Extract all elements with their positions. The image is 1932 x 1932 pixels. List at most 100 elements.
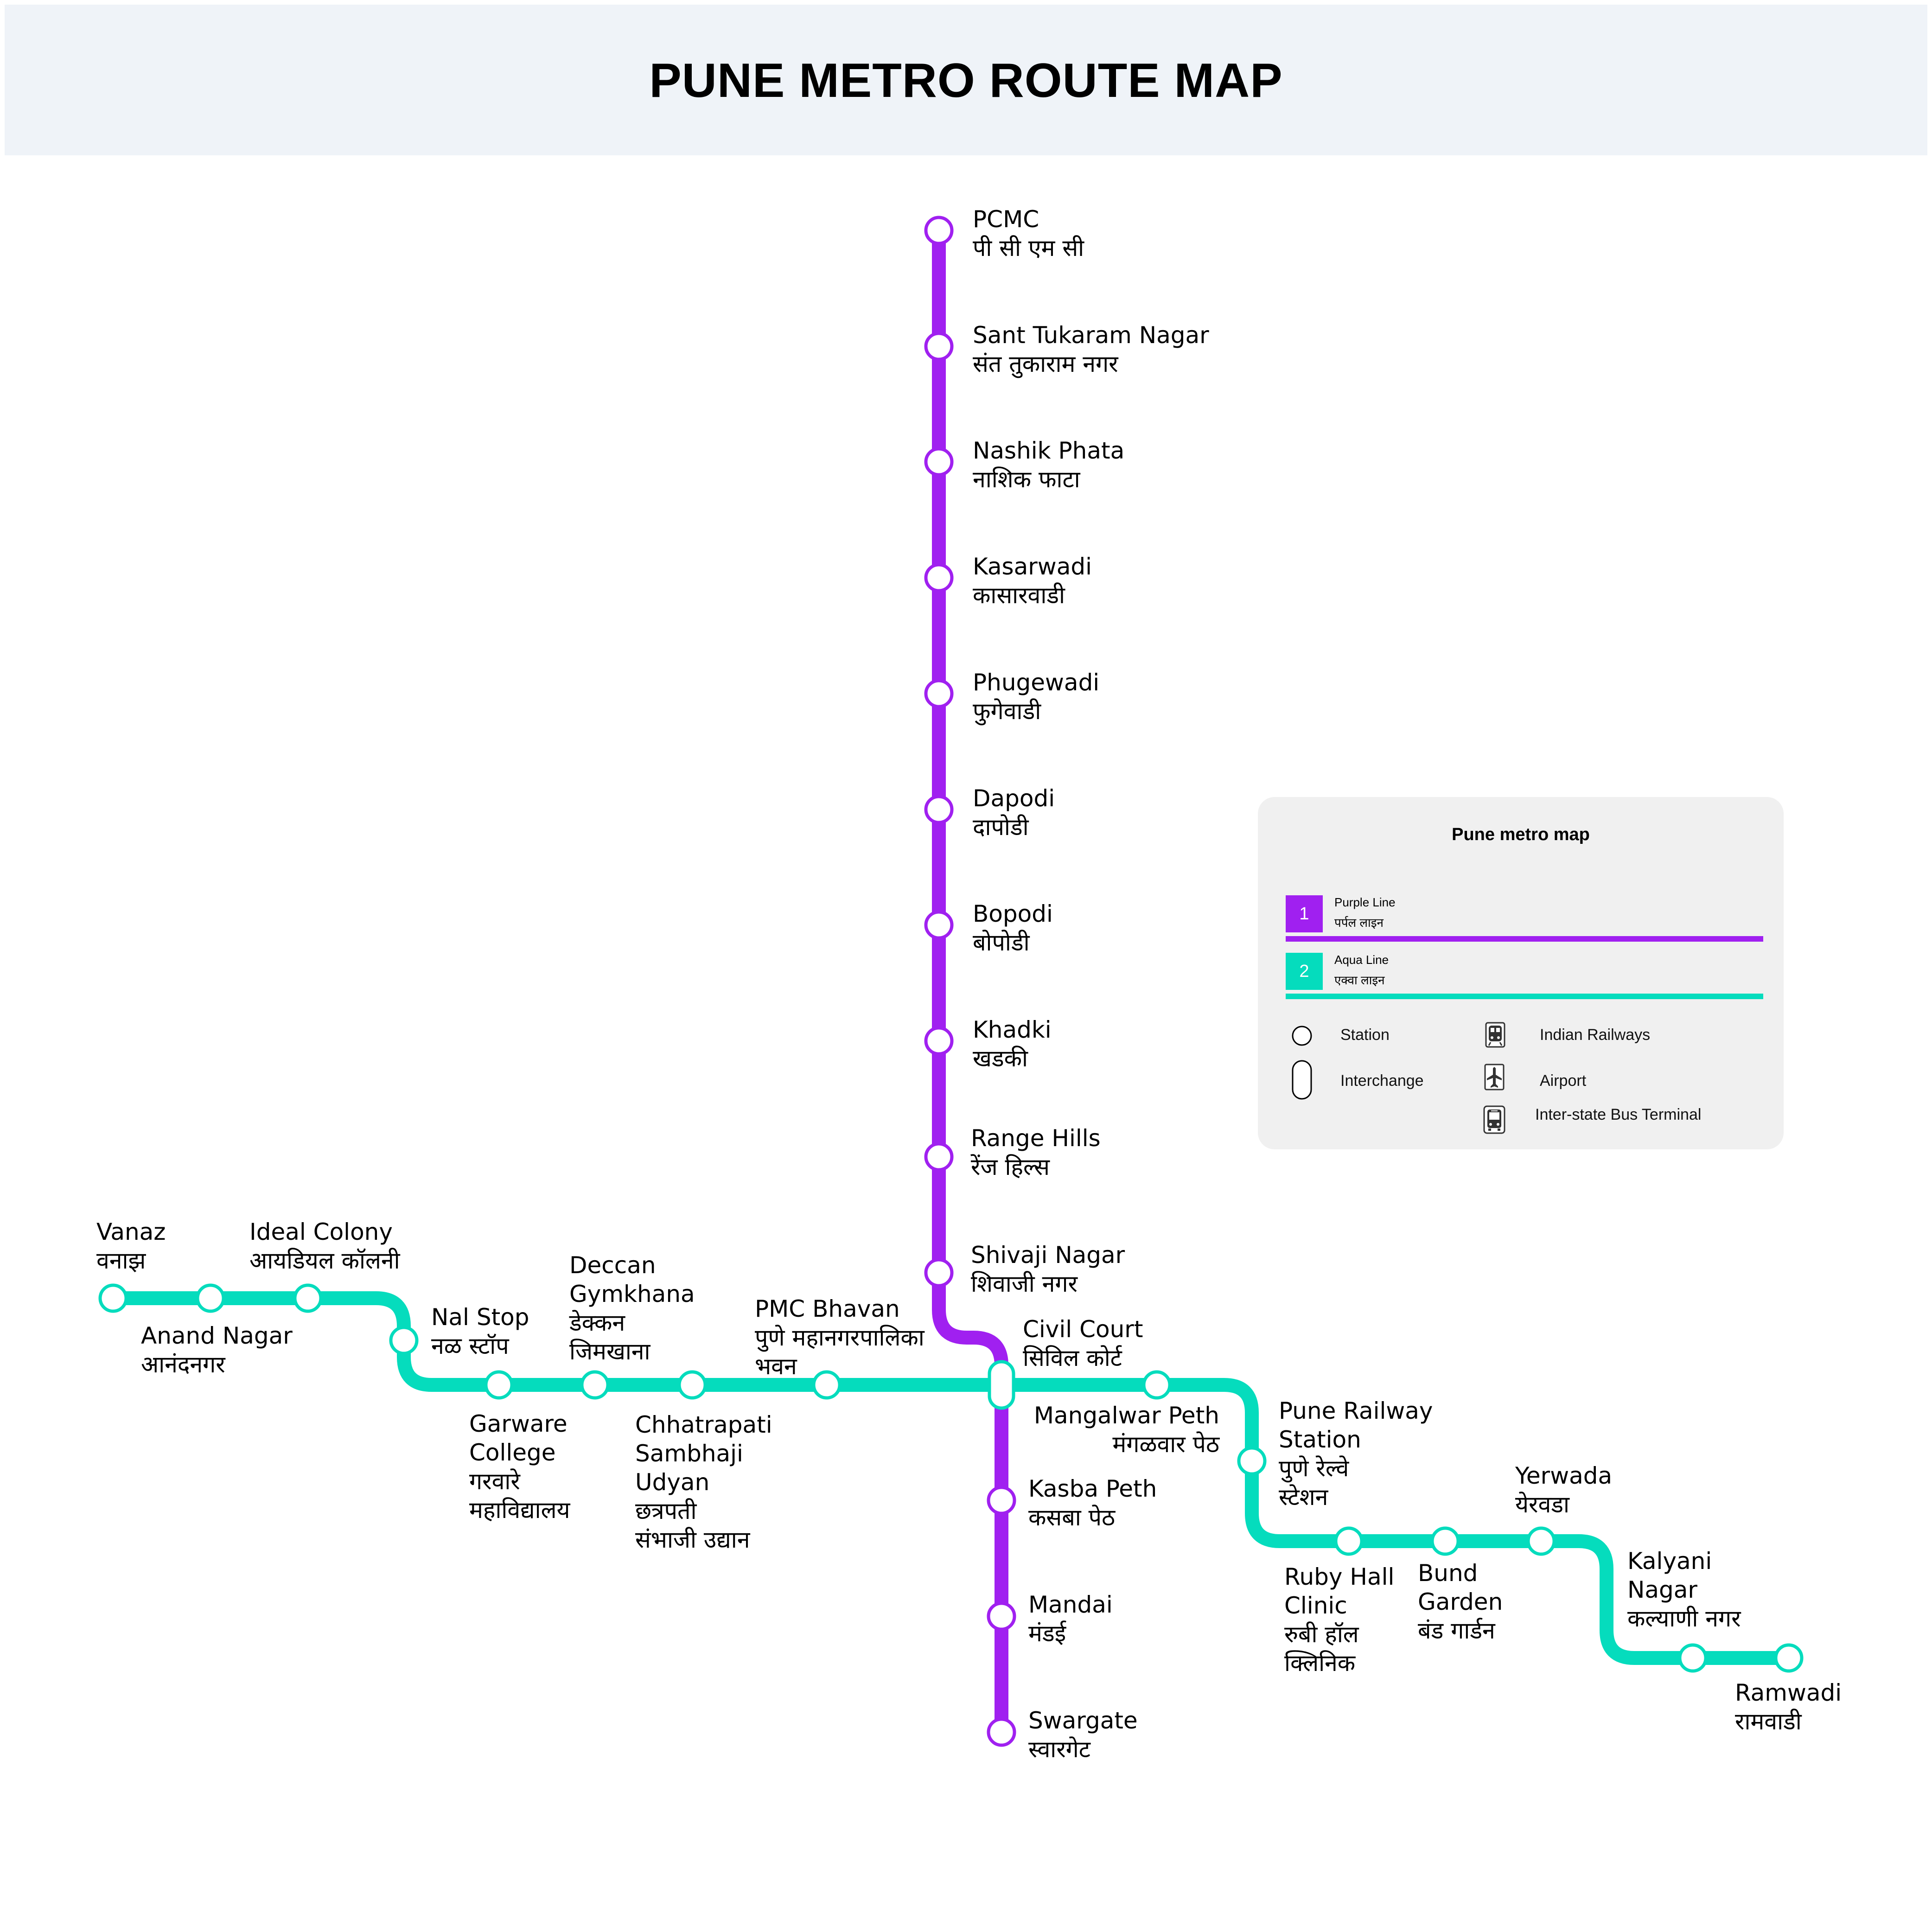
station-name-mr: रुबी हॉल <box>1284 1621 1359 1648</box>
station-marker-pmc-bhavan[interactable] <box>812 1370 842 1400</box>
station-name-en: Kalyani <box>1627 1548 1712 1575</box>
station-marker-mangalwar-peth[interactable] <box>1142 1370 1172 1400</box>
station-marker-yerwada[interactable] <box>1526 1526 1556 1556</box>
station-name-mr: दापोडी <box>973 814 1029 841</box>
station-name-en: Kasba Peth <box>1028 1475 1157 1502</box>
aqua-line-badge: 2 <box>1286 953 1323 990</box>
station-name-en: Nal Stop <box>431 1304 529 1331</box>
aqua-line-name-mr: एक्वा लाइन <box>1334 973 1385 987</box>
station-marker-phugewadi[interactable] <box>924 679 954 708</box>
station-marker-sant-tukaram-nagar[interactable] <box>924 332 954 361</box>
station-marker-ruby-hall-clinic[interactable] <box>1334 1526 1364 1556</box>
legend-interchange-label: Interchange <box>1340 1072 1424 1090</box>
station-marker-range-hills[interactable] <box>924 1142 954 1172</box>
airport-icon <box>1484 1064 1505 1090</box>
station-marker-ideal-colony[interactable] <box>293 1283 323 1313</box>
station-marker-pune-railway-station[interactable] <box>1237 1446 1267 1476</box>
station-name-mr: आयडियल कॉलनी <box>249 1247 400 1274</box>
station-name-en: Vanaz <box>96 1218 166 1245</box>
station-marker-anand-nagar[interactable] <box>196 1283 225 1313</box>
interchange-marker-civil-court[interactable] <box>988 1360 1015 1410</box>
legend-railway-label: Indian Railways <box>1540 1026 1651 1044</box>
station-marker-shivaji-nagar[interactable] <box>924 1258 954 1288</box>
station-name-mr: शिवाजी नगर <box>971 1270 1078 1297</box>
station-name-mr: महाविद्यालय <box>469 1497 570 1524</box>
station-name-en: Nagar <box>1627 1576 1697 1603</box>
station-name-en: Nashik Phata <box>973 437 1125 464</box>
station-name-mr: मंगळवार पेठ <box>1112 1431 1219 1458</box>
station-name-en: Bund <box>1418 1560 1478 1587</box>
station-name-en: Ruby Hall <box>1284 1563 1395 1590</box>
station-marker-khadki[interactable] <box>924 1026 954 1056</box>
station-name-en: Bopodi <box>973 900 1053 927</box>
station-marker-garware-college[interactable] <box>484 1370 514 1400</box>
station-name-en: PMC Bhavan <box>755 1295 900 1322</box>
purple-line-route <box>932 223 1008 1739</box>
station-name-en: Swargate <box>1028 1707 1138 1734</box>
header-banner: PUNE METRO ROUTE MAP <box>5 5 1927 155</box>
station-marker-kasba-peth[interactable] <box>987 1486 1016 1515</box>
station-marker-pcmc[interactable] <box>924 216 954 245</box>
station-marker-bopodi[interactable] <box>924 910 954 940</box>
station-name-mr: बोपोडी <box>973 929 1030 956</box>
station-name-en: Mangalwar Peth <box>1033 1402 1219 1429</box>
station-marker-kasarwadi[interactable] <box>924 563 954 593</box>
legend-title: Pune metro map <box>1452 825 1590 844</box>
station-marker-bund-garden[interactable] <box>1430 1526 1460 1556</box>
station-marker-chhatrapati-sambhaji-udyan[interactable] <box>677 1370 707 1400</box>
station-name-mr: रामवाडी <box>1735 1708 1802 1735</box>
station-marker-kalyani-nagar[interactable] <box>1678 1643 1708 1673</box>
station-name-mr: स्वारगेट <box>1028 1736 1090 1763</box>
station-name-mr: नाशिक फाटा <box>973 466 1080 493</box>
station-marker-vanaz[interactable] <box>98 1283 128 1313</box>
station-name-mr: मंडई <box>1028 1620 1066 1647</box>
station-marker-dapodi[interactable] <box>924 795 954 824</box>
station-name-en: Pune Railway <box>1279 1397 1433 1424</box>
station-name-en: Ramwadi <box>1735 1679 1842 1706</box>
station-marker-nal-stop[interactable] <box>389 1326 419 1355</box>
station-name-mr: जिमखाना <box>569 1338 650 1365</box>
station-marker-deccan-gymkhana[interactable] <box>580 1370 610 1400</box>
station-name-mr: कल्याणी नगर <box>1627 1605 1741 1632</box>
station-name-mr: स्टेशन <box>1279 1484 1328 1511</box>
station-name-mr: संभाजी उद्यान <box>635 1526 750 1553</box>
station-name-en: Clinic <box>1284 1592 1347 1619</box>
station-name-en: Station <box>1279 1426 1361 1453</box>
station-marker-mandai[interactable] <box>987 1601 1016 1631</box>
station-name-en: Sambhaji <box>635 1440 743 1467</box>
station-name-en: Shivaji Nagar <box>971 1242 1125 1269</box>
station-name-en: Dapodi <box>973 785 1055 812</box>
station-marker-ramwadi[interactable] <box>1774 1643 1804 1673</box>
station-name-mr: फुगेवाडी <box>973 698 1041 725</box>
station-name-en: Chhatrapati <box>635 1411 772 1438</box>
station-marker-nashik-phata[interactable] <box>924 447 954 477</box>
purple-line-name-mr: पर्पल लाइन <box>1334 916 1384 930</box>
station-name-mr: येरवडा <box>1515 1491 1569 1518</box>
station-name-mr: रेंज हिल्स <box>971 1154 1050 1180</box>
station-name-mr: डेक्कन <box>569 1309 625 1336</box>
legend-bus-terminal-label: Inter-state Bus Terminal <box>1535 1106 1702 1123</box>
station-name-mr: सिविल कोर्ट <box>1023 1345 1122 1371</box>
station-name-mr: पी सी एम सी <box>973 235 1084 261</box>
station-name-en: Ideal Colony <box>249 1218 393 1245</box>
station-name-en: Deccan <box>569 1252 656 1279</box>
station-name-mr: क्लिनिक <box>1284 1650 1356 1677</box>
purple-line-name: Purple Line <box>1334 895 1396 909</box>
station-marker-swargate[interactable] <box>987 1717 1016 1747</box>
